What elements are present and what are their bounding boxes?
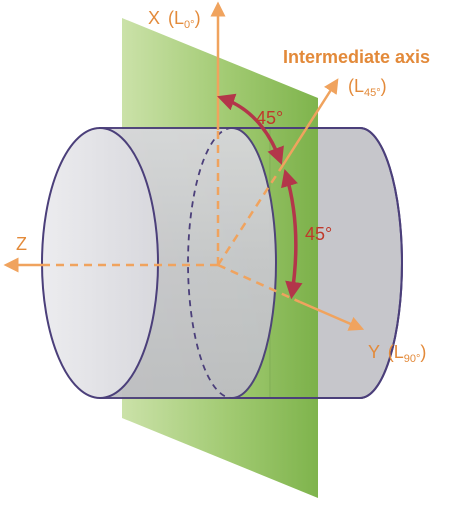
- z-axis-label: Z: [16, 234, 27, 254]
- y-axis-label: Y (L90°): [368, 342, 426, 365]
- angle-bottom-label: 45°: [305, 224, 332, 244]
- l45-label: (L45°): [348, 76, 387, 99]
- angle-top-label: 45°: [256, 108, 283, 128]
- labels: X (L0°) Intermediate axis (L45°) 45° 45°…: [16, 8, 430, 365]
- axes: [3, 1, 365, 331]
- y-axis-line: [299, 300, 365, 331]
- intermediate-axis-line: [281, 78, 339, 166]
- cylinder-left-cap: [41, 127, 159, 399]
- cylinder-right-edge: [359, 127, 403, 399]
- intermediate-axis-label: Intermediate axis: [283, 47, 430, 67]
- angle-arc-top: [217, 93, 284, 165]
- intermediate-axis-line-dashed: [216, 164, 285, 266]
- cylinder-middle-hidden-edge: [187, 127, 233, 399]
- x-axis-label: X (L0°): [148, 8, 201, 31]
- angle-arc-bottom: [281, 168, 303, 300]
- angle-arcs: [217, 93, 303, 300]
